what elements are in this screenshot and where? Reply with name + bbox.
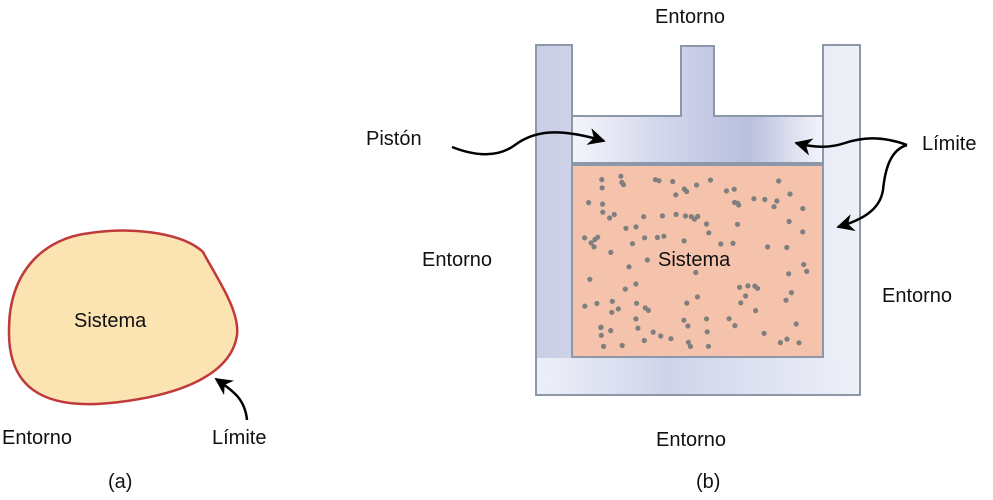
surroundings-label-bottom: Entorno — [656, 429, 727, 451]
boundary-label-b: Límite — [922, 133, 977, 155]
system-blob — [7, 229, 239, 406]
surroundings-label-right: Entorno — [882, 285, 953, 307]
caption-b: (b) — [696, 471, 721, 493]
piston-label: Pistón — [366, 128, 422, 150]
piston — [571, 45, 824, 164]
surroundings-label-left: Entorno — [422, 249, 493, 271]
surroundings-label-a: Entorno — [2, 427, 73, 449]
caption-a: (a) — [108, 471, 133, 493]
boundary-arrow-a — [214, 377, 249, 421]
gas-particles — [582, 173, 810, 349]
boundary-label-a: Límite — [212, 427, 267, 449]
gas-system — [571, 164, 824, 358]
boundary-arrow-top — [794, 137, 908, 156]
cylinder — [535, 44, 861, 396]
piston-arrow — [451, 128, 606, 156]
boundary-arrow-right — [836, 143, 908, 231]
surroundings-label-top: Entorno — [655, 6, 726, 28]
system-label-a: Sistema — [74, 310, 147, 332]
system-label-b: Sistema — [658, 249, 731, 271]
